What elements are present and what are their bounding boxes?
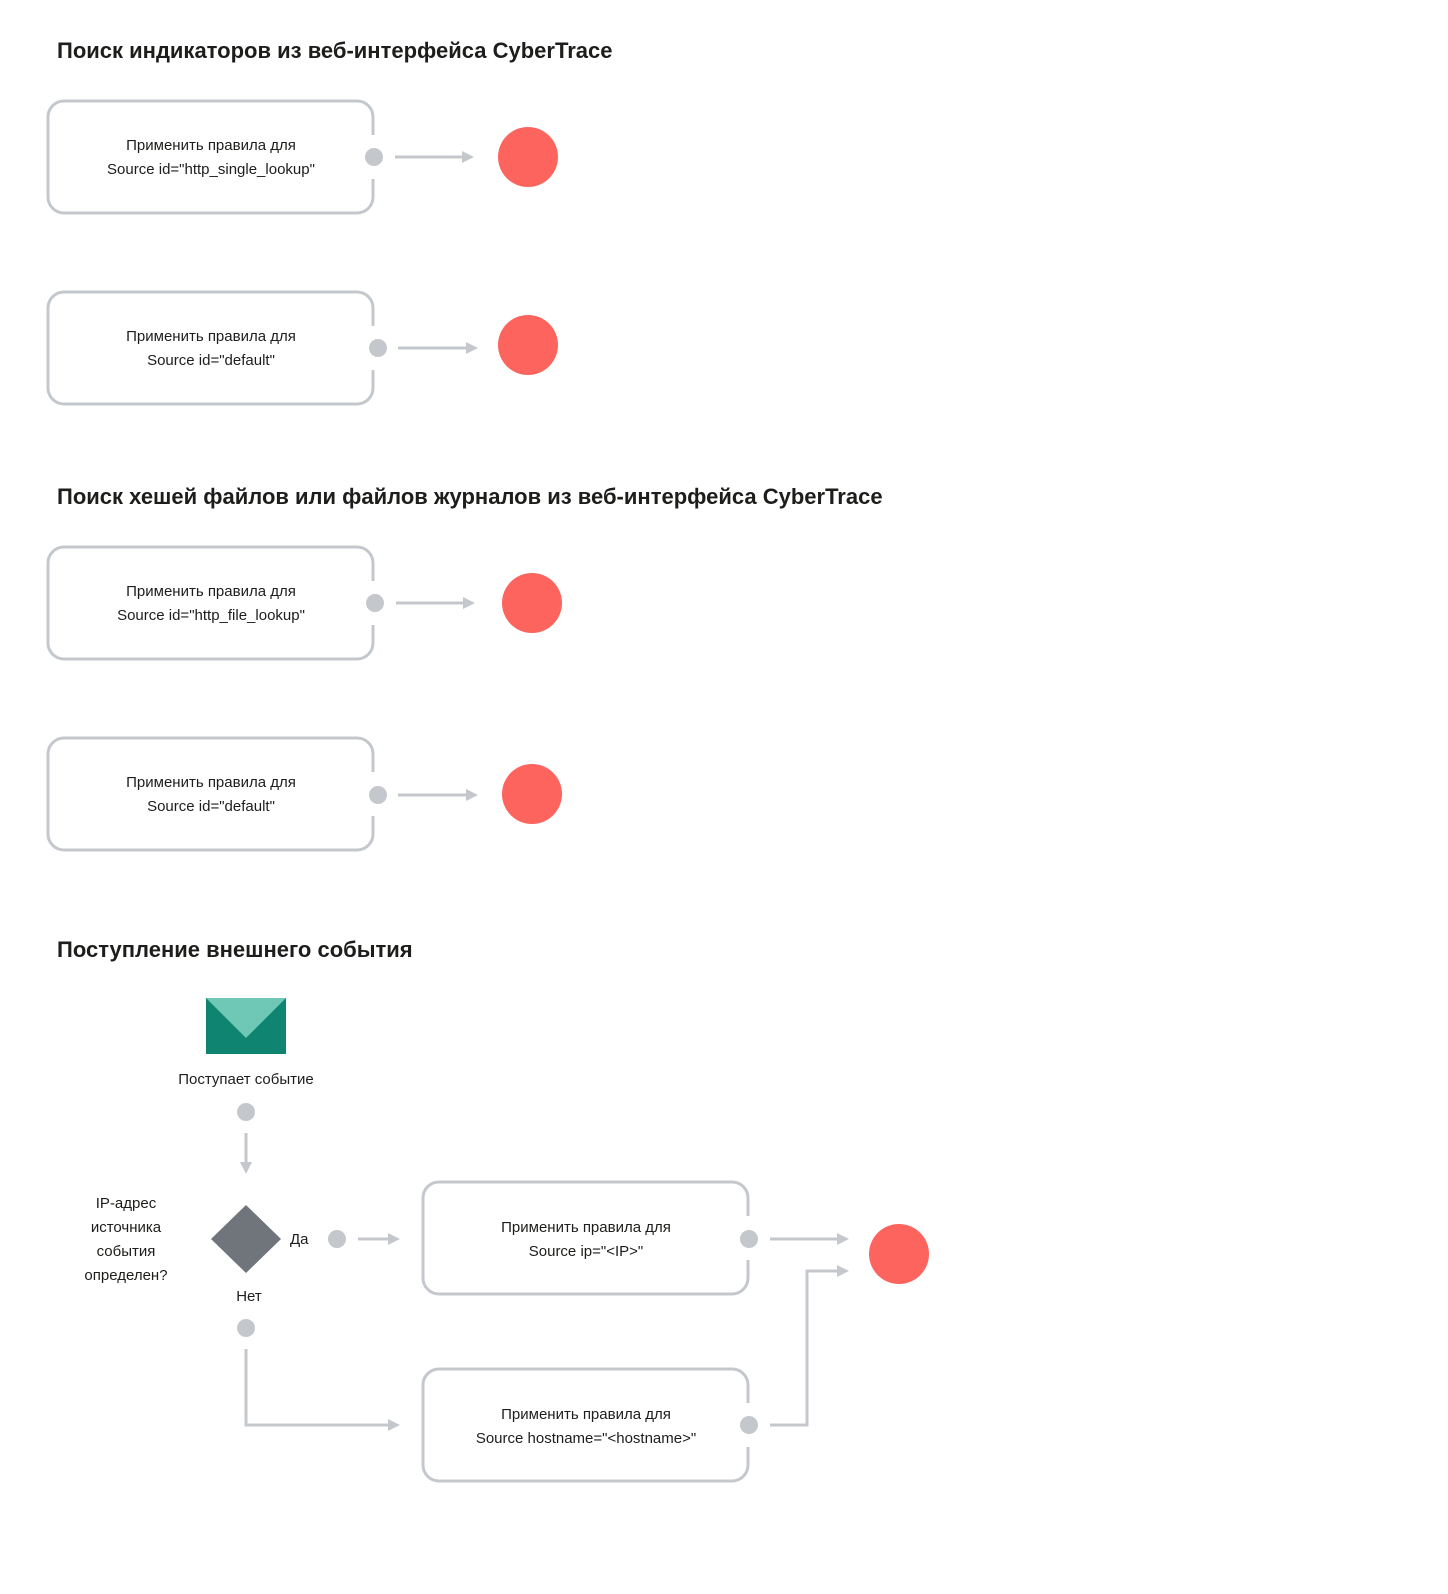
section-title-hash-search: Поиск хешей файлов или файлов журналов и… (57, 484, 883, 509)
question-line3: события (97, 1243, 156, 1260)
section-title-external-event: Поступление внешнего события (57, 937, 413, 962)
question-line4: определен? (84, 1267, 167, 1284)
box-default-2: Применить правила для Source id="default… (46, 736, 375, 852)
arrow (244, 1349, 400, 1431)
box-hostname: Применить правила для Source hostname="<… (421, 1367, 750, 1483)
box-label-line1: Применить правила для (126, 774, 296, 791)
connector-dot (328, 1230, 346, 1248)
box-default-1: Применить правила для Source id="default… (46, 290, 375, 406)
box-label-line1: Применить правила для (126, 137, 296, 154)
arrow (770, 1265, 849, 1427)
box-label-line2: Source id="http_single_lookup" (107, 161, 315, 178)
question-line2: источника (91, 1219, 162, 1236)
connector-dot (369, 786, 387, 804)
connector-dot (237, 1319, 255, 1337)
box-label-line2: Source id="default" (147, 352, 275, 369)
end-node (498, 127, 558, 187)
question-line1: IP-адрес (96, 1195, 157, 1212)
yes-label: Да (290, 1231, 309, 1248)
end-node (502, 764, 562, 824)
event-label: Поступает событие (178, 1071, 313, 1088)
box-label-line2: Source ip="<IP>" (529, 1243, 643, 1260)
no-label: Нет (236, 1288, 262, 1305)
connector-dot (365, 148, 383, 166)
decision-node (211, 1205, 281, 1273)
box-file-lookup: Применить правила для Source id="http_fi… (46, 545, 375, 661)
box-single-lookup: Применить правила для Source id="http_si… (46, 99, 375, 215)
box-label-line1: Применить правила для (126, 583, 296, 600)
box-label-line1: Применить правила для (126, 328, 296, 345)
connector-dot (369, 339, 387, 357)
end-node (502, 573, 562, 633)
envelope-icon (206, 998, 286, 1054)
box-label-line1: Применить правила для (501, 1219, 671, 1236)
end-node (869, 1224, 929, 1284)
box-label-line2: Source hostname="<hostname>" (476, 1430, 696, 1447)
box-ip: Применить правила для Source ip="<IP>" (421, 1180, 750, 1296)
connector-dot (740, 1230, 758, 1248)
end-node (498, 315, 558, 375)
box-label-line2: Source id="default" (147, 798, 275, 815)
connector-dot (740, 1416, 758, 1434)
box-label-line2: Source id="http_file_lookup" (117, 607, 305, 624)
section-title-indicator-search: Поиск индикаторов из веб-интерфейса Cybe… (57, 38, 613, 63)
connector-dot (366, 594, 384, 612)
box-label-line1: Применить правила для (501, 1406, 671, 1423)
connector-dot (237, 1103, 255, 1121)
